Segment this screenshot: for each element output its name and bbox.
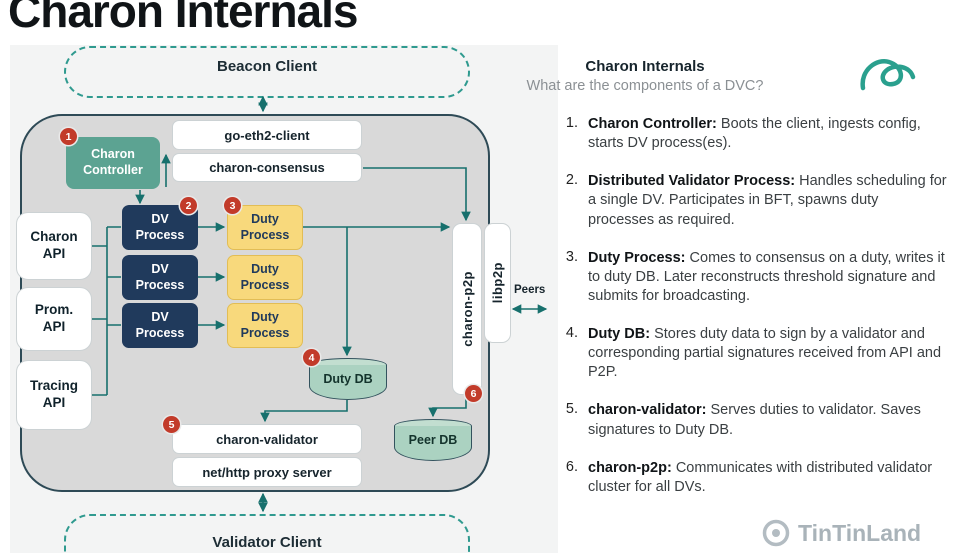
item-desc: Handles scheduling for a single DV. Part… xyxy=(588,173,947,228)
badge-1: 1 xyxy=(60,128,77,145)
item-text: Duty Process: Comes to consensus on a du… xyxy=(588,249,948,306)
charon-consensus-box: charon-consensus xyxy=(172,153,362,182)
list-item: 4. Duty DB: Stores duty data to sign by … xyxy=(556,325,948,382)
libp2p-label: libp2p xyxy=(490,262,505,304)
api-bus-lines xyxy=(92,226,121,396)
item-text: Charon Controller: Boots the client, ing… xyxy=(588,115,948,153)
charon-validator-box: charon-validator xyxy=(172,424,362,454)
dv-process-box-3: DV Process xyxy=(122,303,198,348)
list-item: 5. charon-validator: Serves duties to va… xyxy=(556,401,948,439)
dv-process-label: DV Process xyxy=(135,211,185,242)
peer-db-body xyxy=(394,426,472,461)
prom-api-label: Prom. API xyxy=(34,302,74,334)
item-text: charon-validator: Serves duties to valid… xyxy=(588,401,948,439)
badge-4: 4 xyxy=(303,349,320,366)
duty-db-label: Duty DB xyxy=(323,372,373,386)
arrow-dutydb-validator xyxy=(260,400,348,423)
panel-subtitle: What are the components of a DVC? xyxy=(526,78,764,94)
item-desc: Communicates with distributed validator … xyxy=(588,459,933,495)
badge-5: 5 xyxy=(163,416,180,433)
duty-process-label: Duty Process xyxy=(240,309,290,340)
go-eth2-client-label: go-eth2-client xyxy=(224,127,310,143)
validator-client-box: Validator Client xyxy=(64,514,470,553)
item-number: 6. xyxy=(565,458,578,475)
duty-db: Duty DB xyxy=(309,358,387,400)
item-desc: Serves duties to validator. Saves signat… xyxy=(588,402,921,438)
tintinland-logo-icon xyxy=(762,519,790,547)
charon-api-label: Charon API xyxy=(30,229,78,261)
item-text: Duty DB: Stores duty data to sign by a v… xyxy=(588,325,948,382)
panel-header: Charon Internals What are the components… xyxy=(520,58,770,94)
charon-controller-box: Charon Controller xyxy=(66,137,160,189)
item-text: Distributed Validator Process: Handles s… xyxy=(588,172,948,229)
list-item: 6. charon-p2p: Communicates with distrib… xyxy=(556,459,948,497)
item-desc: Comes to consensus on a duty, writes it … xyxy=(588,249,945,304)
tracing-api-box: Tracing API xyxy=(16,360,92,430)
list-item: 3. Duty Process: Comes to consensus on a… xyxy=(556,249,948,306)
charon-controller-label: Charon Controller xyxy=(83,147,143,177)
item-number: 3. xyxy=(565,248,578,265)
tracing-api-label: Tracing API xyxy=(29,378,78,410)
charon-validator-label: charon-validator xyxy=(216,431,318,447)
obol-knot-icon xyxy=(860,58,916,91)
duty-db-body xyxy=(309,365,387,400)
item-term: charon-validator: xyxy=(588,402,707,419)
charon-p2p-label: charon-p2p xyxy=(459,271,475,347)
dv-process-box-2: DV Process xyxy=(122,255,198,300)
charon-api-box: Charon API xyxy=(16,212,92,280)
item-term: Duty Process: xyxy=(588,249,686,266)
item-term: Charon Controller: xyxy=(588,116,717,132)
prom-api-box: Prom. API xyxy=(16,287,92,351)
item-desc: Stores duty data to sign by a validator … xyxy=(588,326,942,381)
badge-3: 3 xyxy=(224,197,241,214)
duty-process-label: Duty Process xyxy=(240,211,290,242)
list-item: 1. Charon Controller: Boots the client, … xyxy=(556,115,948,153)
component-list: 1. Charon Controller: Boots the client, … xyxy=(556,115,948,516)
proxy-server-box: net/http proxy server xyxy=(172,457,362,487)
charon-consensus-label: charon-consensus xyxy=(209,160,325,175)
page-title: Charon Internals xyxy=(8,0,359,37)
item-number: 5. xyxy=(565,401,578,418)
item-text: charon-p2p: Communicates with distribute… xyxy=(588,459,948,497)
item-desc: Boots the client, ingests config, starts… xyxy=(588,116,921,152)
item-number: 1. xyxy=(565,115,578,131)
peer-db-label: Peer DB xyxy=(408,433,458,447)
validator-client-label: Validator Client xyxy=(212,534,322,551)
badge-6: 6 xyxy=(465,385,482,402)
peers-label: Peers xyxy=(514,284,546,296)
item-number: 2. xyxy=(565,172,578,189)
duty-process-box-3: Duty Process xyxy=(227,303,303,348)
item-term: Distributed Validator Process: xyxy=(588,173,796,190)
item-term: charon-p2p: xyxy=(588,459,672,476)
duty-process-box-1: Duty Process xyxy=(227,205,303,250)
watermark-text: TinTinLand xyxy=(798,519,922,546)
dv-process-label: DV Process xyxy=(135,309,185,340)
item-term: Duty DB: xyxy=(588,326,651,342)
proxy-server-label: net/http proxy server xyxy=(202,464,332,480)
duty-process-box-2: Duty Process xyxy=(227,255,303,300)
go-eth2-client-box: go-eth2-client xyxy=(172,120,362,150)
panel-title: Charon Internals xyxy=(585,58,705,75)
list-item: 2. Distributed Validator Process: Handle… xyxy=(556,172,948,229)
libp2p-box: libp2p xyxy=(484,223,511,343)
peer-db: Peer DB xyxy=(394,419,472,461)
watermark: TinTinLand xyxy=(762,519,921,547)
duty-process-label: Duty Process xyxy=(240,261,290,292)
item-number: 4. xyxy=(565,325,578,341)
badge-2: 2 xyxy=(180,197,197,214)
charon-p2p-box: charon-p2p xyxy=(452,223,482,395)
dv-process-label: DV Process xyxy=(135,261,185,292)
arrow-p2p-peerdb xyxy=(428,396,467,418)
arrow-consensus-p2p xyxy=(363,167,471,222)
beacon-client-label: Beacon Client xyxy=(216,58,318,75)
